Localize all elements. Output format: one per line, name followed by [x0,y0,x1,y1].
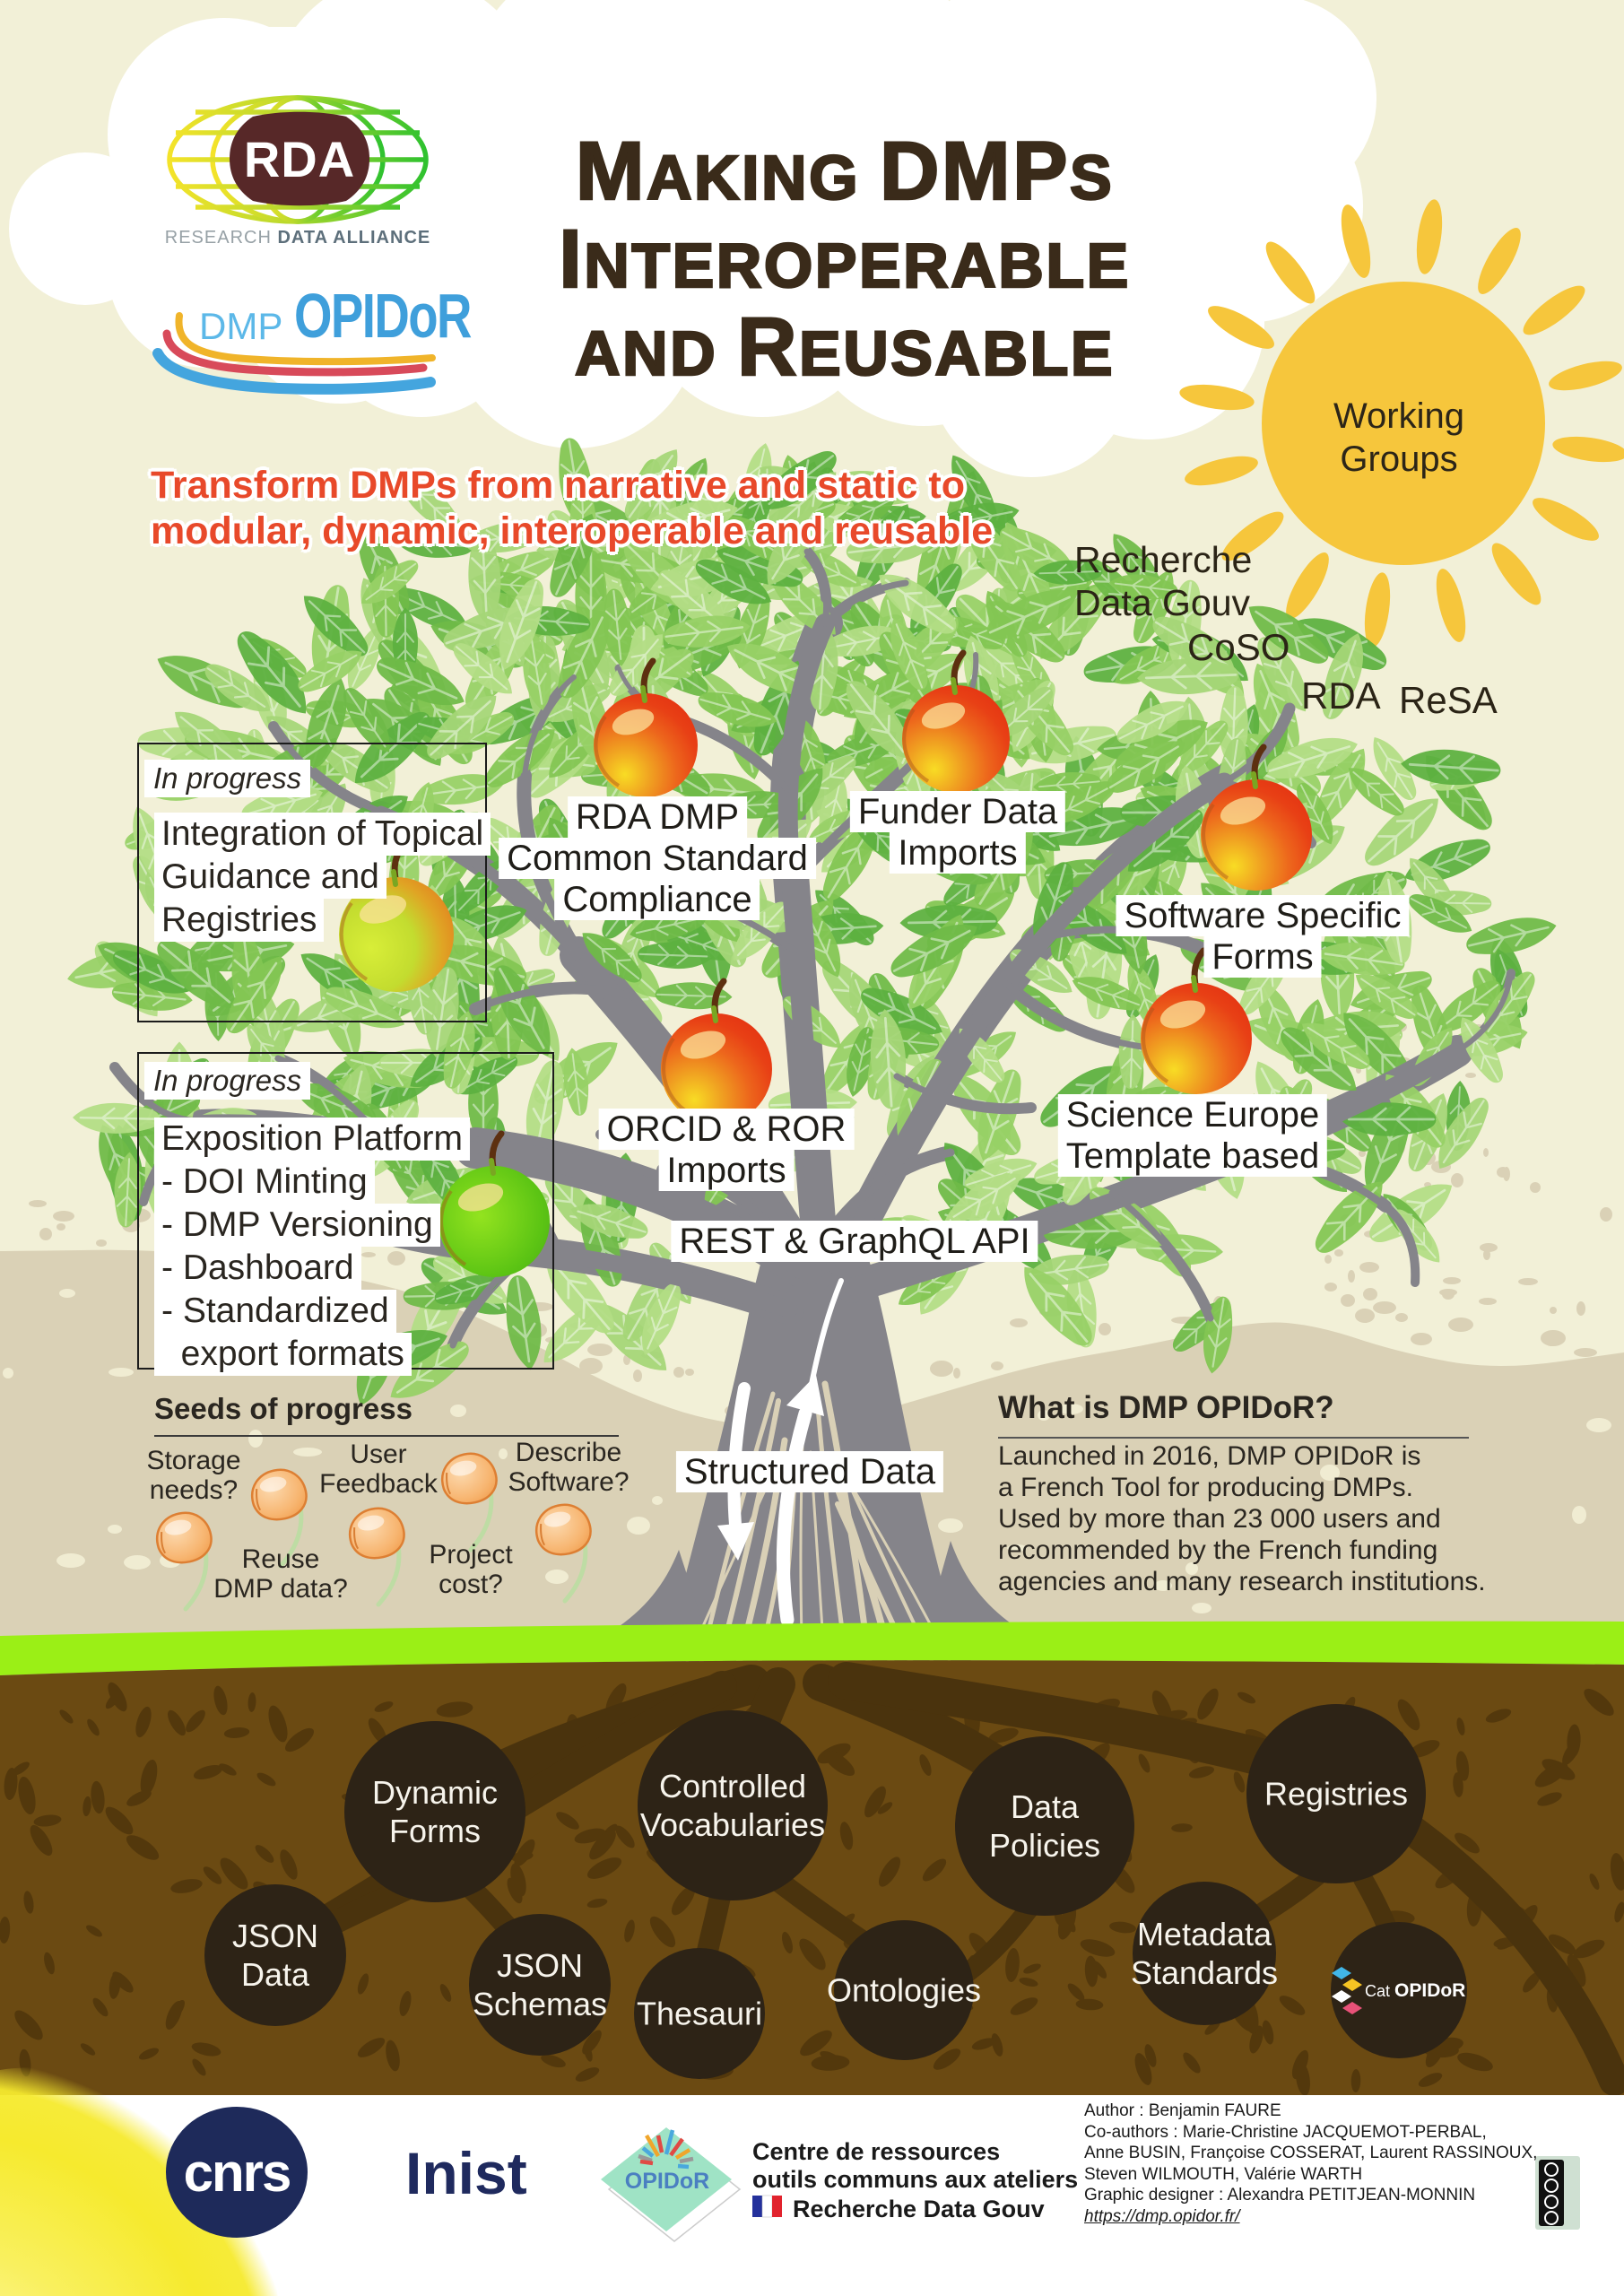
svg-text:RDA: RDA [244,131,355,187]
svg-text:cnrs: cnrs [184,2143,291,2203]
svg-text:OPIDoR: OPIDoR [625,2169,709,2194]
